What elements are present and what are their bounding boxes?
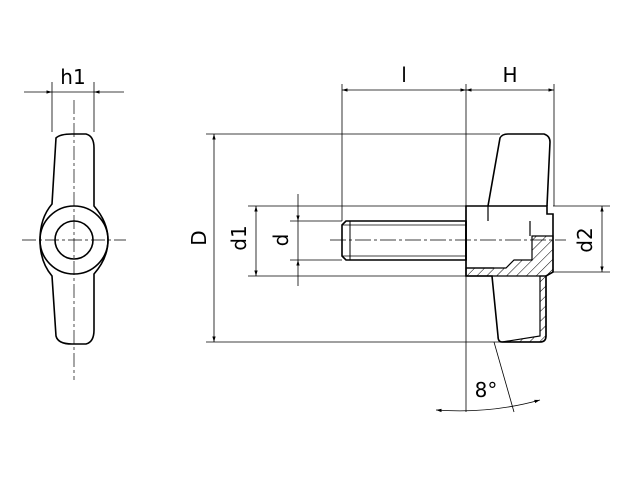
label-d1: d1 bbox=[227, 225, 251, 250]
end-view-wing-outline bbox=[39, 133, 109, 345]
label-H: H bbox=[502, 63, 517, 87]
label-h1: h1 bbox=[60, 65, 85, 89]
label-d: d bbox=[269, 234, 293, 247]
label-l: l bbox=[401, 63, 407, 87]
handle-upper-wing bbox=[487, 133, 551, 207]
label-d2: d2 bbox=[573, 227, 597, 252]
label-angle: 8° bbox=[475, 378, 498, 402]
section-hatch-lower bbox=[501, 275, 547, 343]
threaded-stud bbox=[341, 220, 467, 261]
dimension-angle bbox=[435, 341, 541, 413]
extension-lines bbox=[206, 84, 610, 412]
section-hatch-upper bbox=[465, 235, 554, 277]
dimension-h1 bbox=[24, 82, 124, 132]
handle-bore bbox=[465, 206, 531, 276]
end-view-centerlines bbox=[22, 100, 126, 380]
label-D: D bbox=[187, 230, 211, 245]
